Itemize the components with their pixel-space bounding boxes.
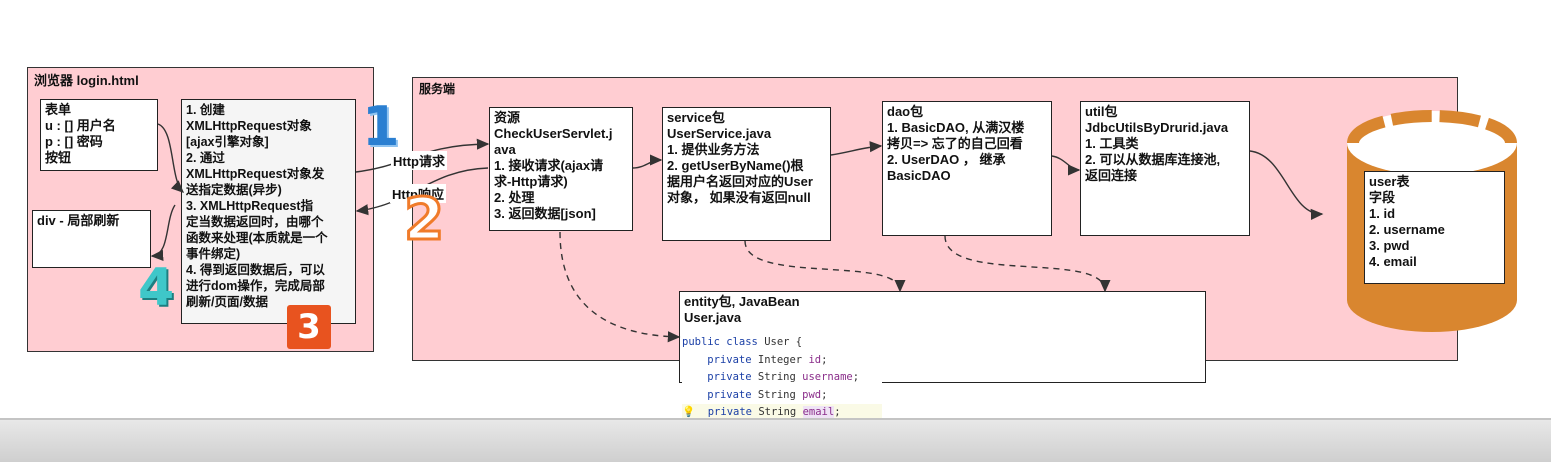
util-line: 2. 可以从数据库连接池,	[1085, 152, 1221, 167]
util-line: 1. 工具类	[1085, 136, 1139, 151]
db-line: 4. email	[1369, 254, 1417, 269]
db-line: 1. id	[1369, 206, 1396, 221]
util-line: 返回连接	[1085, 168, 1138, 183]
db-line: 3. pwd	[1369, 238, 1410, 253]
div-refresh-box: div - 局部刷新	[32, 210, 151, 268]
dao-line: 2. UserDAO ， 继承	[887, 152, 1006, 167]
dao-line: 1. BasicDAO, 从满汉楼	[887, 120, 1025, 135]
form-line: p : [] 密码	[45, 134, 103, 149]
dao-line: BasicDAO	[887, 168, 951, 183]
div-refresh-label: div - 局部刷新	[37, 213, 120, 228]
form-line: 按钮	[45, 150, 72, 165]
user-table-box: user表 字段 1. id 2. username 3. pwd 4. ema…	[1364, 171, 1505, 284]
ajax-line: 定当数据返回时，由哪个	[186, 215, 324, 229]
code-line: private String username;	[707, 371, 860, 383]
service-line: 2. getUserByName()根	[667, 158, 804, 173]
service-line: 据用户名返回对应的User	[667, 174, 813, 189]
code-line: private Integer id;	[707, 353, 828, 366]
ajax-line: 刷新/页面/数据	[186, 295, 268, 309]
bottom-scroll-area	[0, 418, 1551, 462]
util-box: util包 JdbcUtilsByDrurid.java 1. 工具类 2. 可…	[1080, 101, 1250, 236]
code-line: 💡 private String email;	[682, 404, 882, 422]
util-line: JdbcUtilsByDrurid.java	[1085, 120, 1229, 135]
ajax-line: 进行dom操作，完成局部	[186, 279, 325, 293]
servlet-line: 1. 接收请求(ajax请	[494, 158, 604, 173]
util-line: util包	[1085, 104, 1118, 119]
ajax-line: [ajax引擎对象]	[186, 135, 269, 149]
lightbulb-icon[interactable]: 💡	[682, 406, 696, 418]
db-line: 2. username	[1369, 222, 1445, 237]
dao-line: dao包	[887, 104, 924, 119]
ajax-line: 4. 得到返回数据后，可以	[186, 263, 325, 277]
service-line: service包	[667, 110, 725, 125]
entity-line: User.java	[684, 310, 742, 325]
form-box: 表单 u : [] 用户名 p : [] 密码 按钮	[40, 99, 158, 171]
ajax-line: 送指定数据(异步)	[186, 183, 282, 197]
ajax-line: 1. 创建	[186, 103, 225, 117]
db-line: user表	[1369, 174, 1410, 189]
dao-box: dao包 1. BasicDAO, 从满汉楼 拷贝=> 忘了的自己回看 2. U…	[882, 101, 1052, 236]
browser-region-title: 浏览器 login.html	[34, 73, 139, 88]
service-line: 对象， 如果没有返回null	[667, 190, 811, 205]
ajax-line: XMLHttpRequest对象发	[186, 167, 325, 181]
code-line: public class User {	[682, 336, 803, 348]
service-line: UserService.java	[667, 126, 772, 141]
servlet-line: ava	[494, 142, 516, 157]
ajax-line: 函数来处理(本质就是一个	[186, 231, 328, 245]
step-2-badge: 2	[402, 185, 445, 253]
service-line: 1. 提供业务方法	[667, 142, 760, 157]
ajax-engine-box: 1. 创建 XMLHttpRequest对象 [ajax引擎对象] 2. 通过 …	[181, 99, 356, 324]
step-4-badge: 4	[138, 258, 175, 318]
form-line: 表单	[45, 102, 72, 117]
http-request-label: Http请求	[391, 151, 447, 170]
entity-line: entity包, JavaBean	[684, 294, 800, 309]
servlet-line: 2. 处理	[494, 190, 535, 205]
step-3-badge: 3	[287, 305, 331, 349]
ajax-line: XMLHttpRequest对象	[186, 119, 312, 133]
code-line: private String pwd;	[707, 388, 828, 401]
servlet-box: 资源 CheckUserServlet.j ava 1. 接收请求(ajax请 …	[489, 107, 633, 231]
ajax-line: 2. 通过	[186, 151, 225, 165]
servlet-line: 资源	[494, 110, 521, 125]
server-region-title: 服务端	[419, 82, 456, 96]
user-class-code: public class User { private Integer id; …	[682, 334, 882, 428]
ajax-line: 事件绑定)	[186, 247, 241, 261]
form-line: u : [] 用户名	[45, 118, 116, 133]
db-line: 字段	[1369, 190, 1396, 205]
step-1-badge: 1	[362, 95, 400, 158]
http-response-label: Http响应	[390, 184, 446, 203]
servlet-line: 求-Http请求)	[494, 174, 568, 189]
ajax-line: 3. XMLHttpRequest指	[186, 199, 314, 213]
service-box: service包 UserService.java 1. 提供业务方法 2. g…	[662, 107, 831, 241]
servlet-line: CheckUserServlet.j	[494, 126, 613, 141]
servlet-line: 3. 返回数据[json]	[494, 206, 596, 221]
dao-line: 拷贝=> 忘了的自己回看	[887, 136, 1023, 151]
